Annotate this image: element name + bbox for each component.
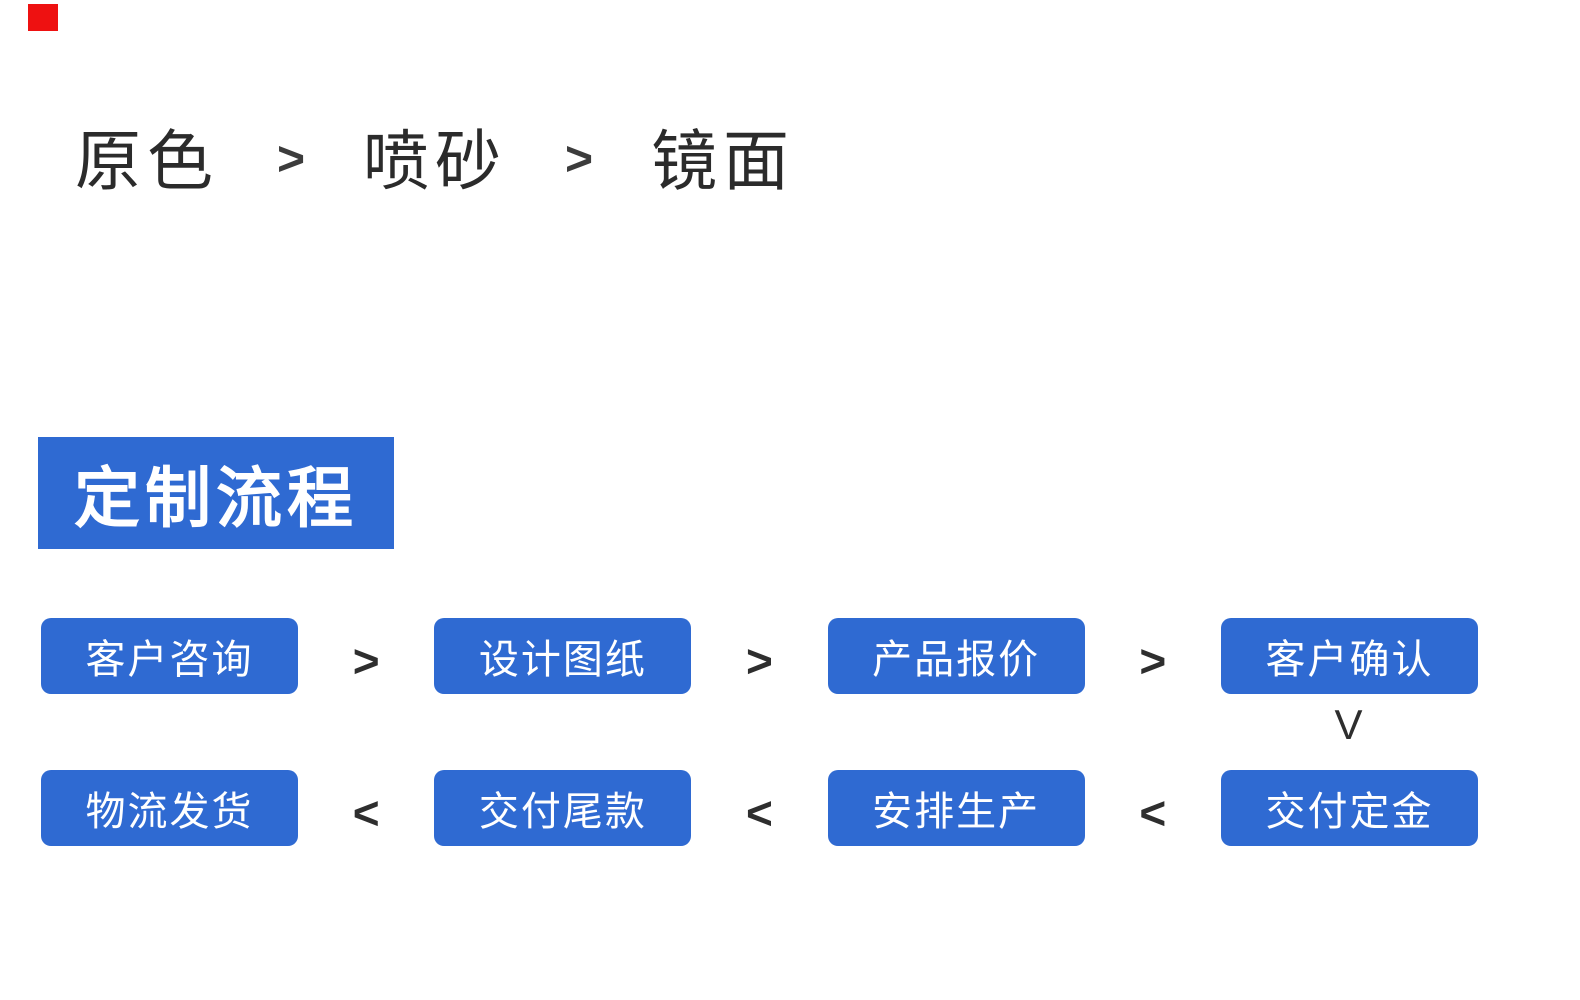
chevron-right-icon: > bbox=[1139, 635, 1167, 687]
section-title: 定制流程 bbox=[74, 461, 358, 535]
flow-row-return: 物流发货 < 交付尾款 < 安排生产 < 交付定金 bbox=[41, 770, 1478, 846]
chevron-right-icon: > bbox=[565, 132, 594, 186]
flow-step-customer-inquiry: 客户咨询 bbox=[41, 618, 298, 694]
chevron-left-icon: < bbox=[1139, 787, 1167, 839]
chevron-down-icon: V bbox=[1334, 701, 1363, 748]
chevron-right-icon: > bbox=[277, 132, 306, 186]
red-corner-mark bbox=[28, 4, 58, 31]
finish-options-row: 原色 > 喷砂 > 镜面 bbox=[75, 122, 795, 201]
flow-row-forward: 客户咨询 > 设计图纸 > 产品报价 > 客户确认 bbox=[41, 618, 1478, 694]
flow-step-pay-balance: 交付尾款 bbox=[434, 770, 692, 846]
flow-step-pay-deposit: 交付定金 bbox=[1220, 770, 1478, 846]
chevron-left-icon: < bbox=[352, 787, 380, 839]
flow-step-arrange-production: 安排生产 bbox=[827, 770, 1085, 846]
chevron-right-icon: > bbox=[352, 635, 380, 687]
finish-option-natural: 原色 bbox=[75, 124, 219, 198]
flow-step-design-drawing: 设计图纸 bbox=[434, 618, 692, 694]
flow-step-customer-confirm: 客户确认 bbox=[1220, 618, 1478, 694]
flow-step-logistics-shipping: 物流发货 bbox=[41, 770, 298, 846]
section-title-banner: 定制流程 bbox=[38, 437, 394, 549]
chevron-left-icon: < bbox=[746, 787, 773, 839]
flow-step-product-quote: 产品报价 bbox=[827, 618, 1085, 694]
finish-option-mirror: 镜面 bbox=[651, 124, 796, 198]
chevron-right-icon: > bbox=[746, 635, 773, 687]
finish-option-sandblast: 喷砂 bbox=[363, 124, 508, 198]
